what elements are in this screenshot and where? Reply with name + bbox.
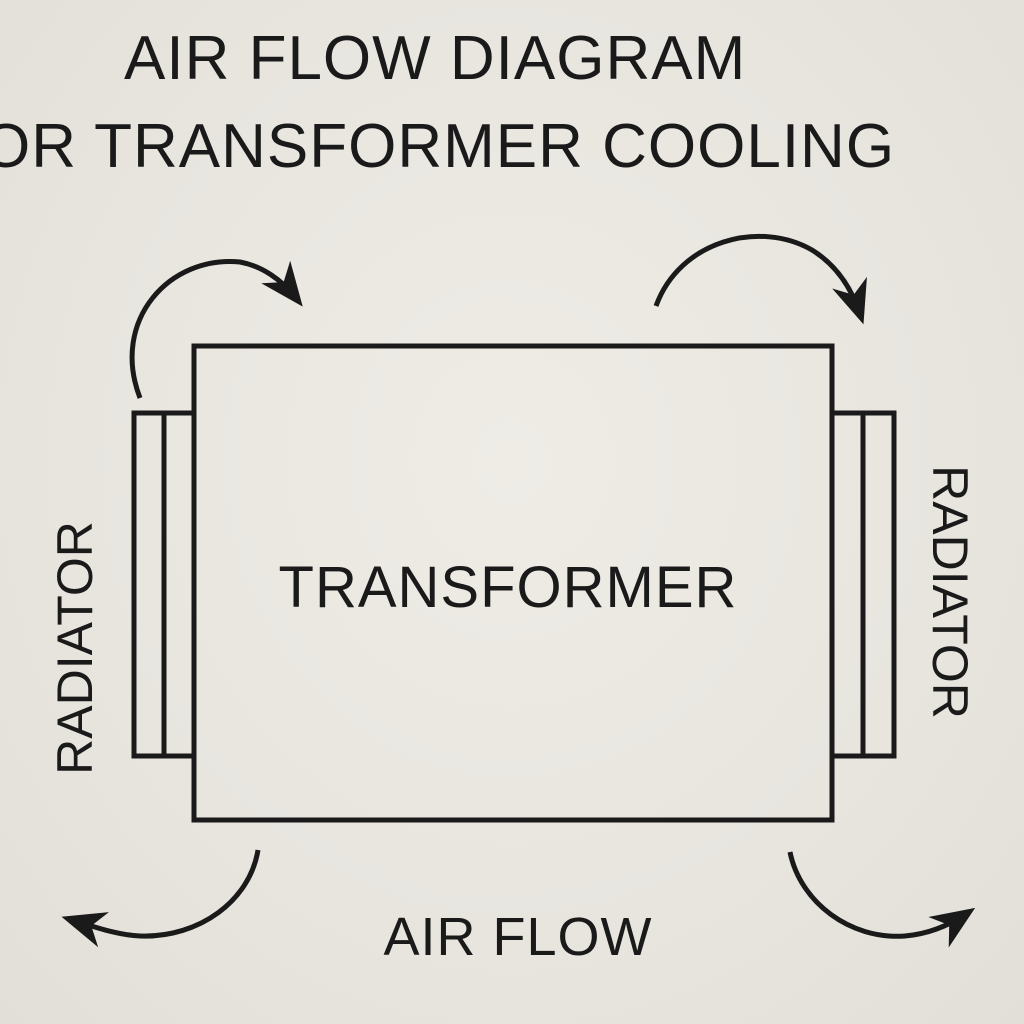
air-flow-label: AIR FLOW [383,907,652,967]
radiator-right-label: RADIATOR [922,465,978,719]
radiator-right [829,410,897,759]
arrow-bottom-left [61,849,261,948]
title-text-2: OR TRANSFORMER COOLING [0,112,896,181]
radiator-left [131,410,197,759]
radiator-left-label: RADIATOR [47,521,103,775]
arrow-bottom-right [787,851,976,948]
transformer-label: TRANSFORMER [279,555,738,620]
arrow-top-left [129,259,303,399]
arrow-top-right [653,234,867,325]
title-text-1: AIR FLOW DIAGRAM [124,24,747,93]
